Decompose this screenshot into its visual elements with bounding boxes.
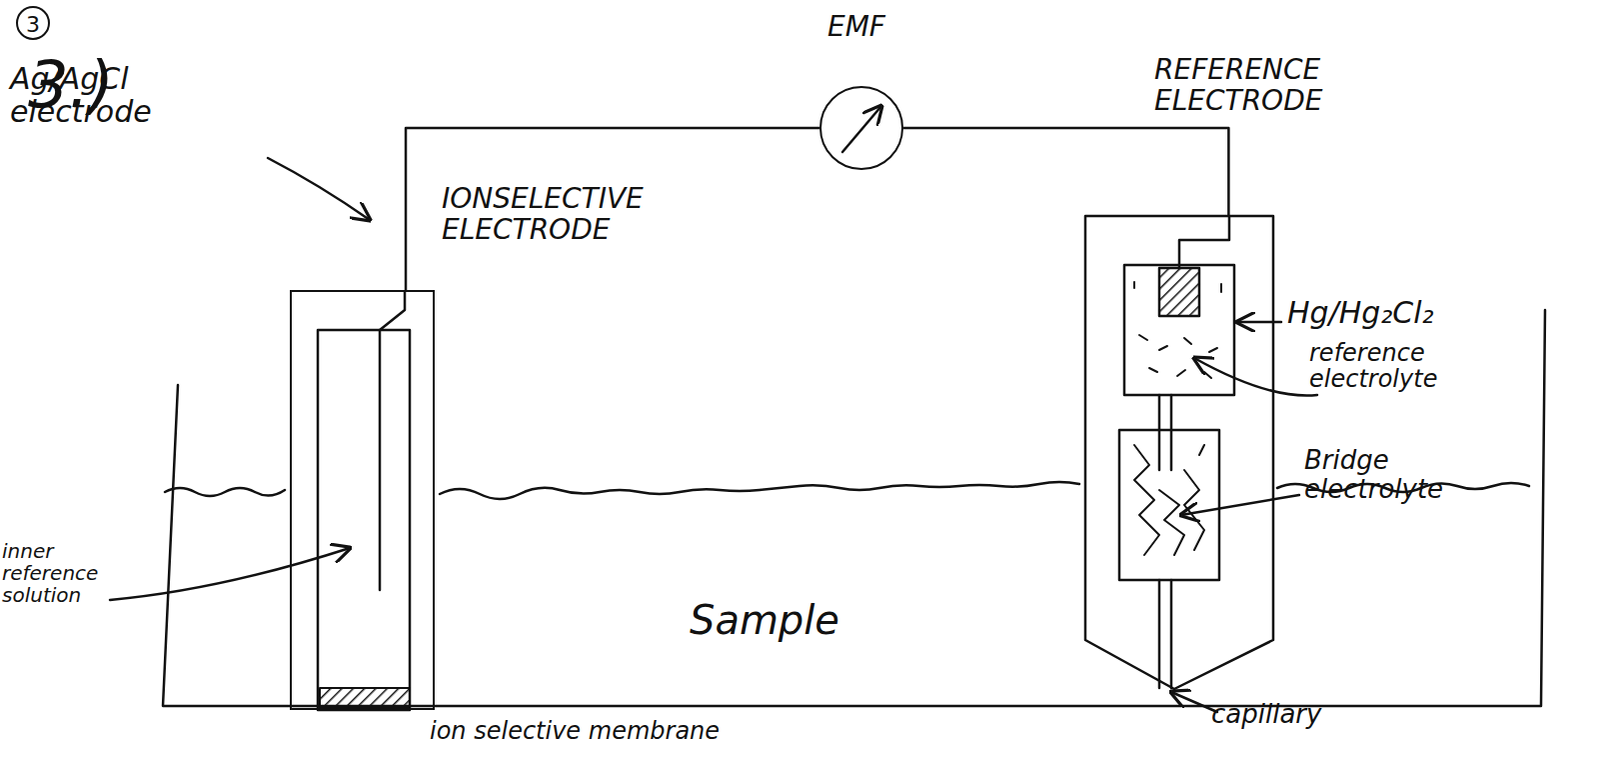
liquid-surface xyxy=(439,481,1080,499)
bridge-filling xyxy=(1134,444,1205,555)
node-heading: IONSELECTIVE ELECTRODE xyxy=(441,183,692,246)
node-heading: REFERENCE ELECTRODE xyxy=(1154,54,1415,117)
beaker xyxy=(162,309,1546,706)
connecting-tube xyxy=(1159,394,1172,470)
calomel-element xyxy=(1159,267,1200,316)
part-label: inner reference solution xyxy=(1,539,117,606)
leader-arrow xyxy=(1237,320,1282,324)
electrolyte-dots xyxy=(1134,281,1222,378)
inner-wire xyxy=(1179,216,1230,268)
leader-arrow xyxy=(267,157,370,220)
electrode-outline xyxy=(1085,215,1274,689)
part-label: capillary xyxy=(1211,699,1412,729)
reference-electrode: REFERENCE ELECTRODE xyxy=(1084,214,1275,690)
liquid-surface xyxy=(164,487,285,496)
emf-meter: EMF xyxy=(819,85,904,170)
callout-number: 3 xyxy=(15,5,50,40)
part-label: ion selective membrane xyxy=(429,717,850,744)
electrode-outline xyxy=(1084,214,1275,690)
bridge-chamber xyxy=(1119,429,1220,580)
ion-selective-electrode: IONSELECTIVE ELECTRODE xyxy=(289,289,435,710)
meter-needle xyxy=(842,105,882,152)
medium-label: Sample xyxy=(689,597,890,642)
inner-electrode xyxy=(379,291,405,590)
part-label: reference electrolyte xyxy=(1309,339,1490,393)
inner-tube xyxy=(317,329,410,710)
ion-selective-membrane xyxy=(319,687,410,708)
capillary-tube xyxy=(1159,579,1172,688)
part-label: Hg/Hg₂Cl₂ xyxy=(1287,295,1548,329)
connecting-wire xyxy=(405,127,820,290)
part-label: Ag/AgCl electrode xyxy=(9,61,210,128)
leader-arrow xyxy=(109,547,350,600)
node-heading: EMF xyxy=(827,11,948,43)
connecting-wire xyxy=(903,127,1229,215)
part-label: Bridge electrolyte xyxy=(1304,445,1475,503)
leader-arrow xyxy=(1171,691,1218,712)
leader-arrow xyxy=(1181,494,1300,515)
calomel-chamber xyxy=(1124,264,1235,395)
leader-arrow xyxy=(1194,357,1318,396)
